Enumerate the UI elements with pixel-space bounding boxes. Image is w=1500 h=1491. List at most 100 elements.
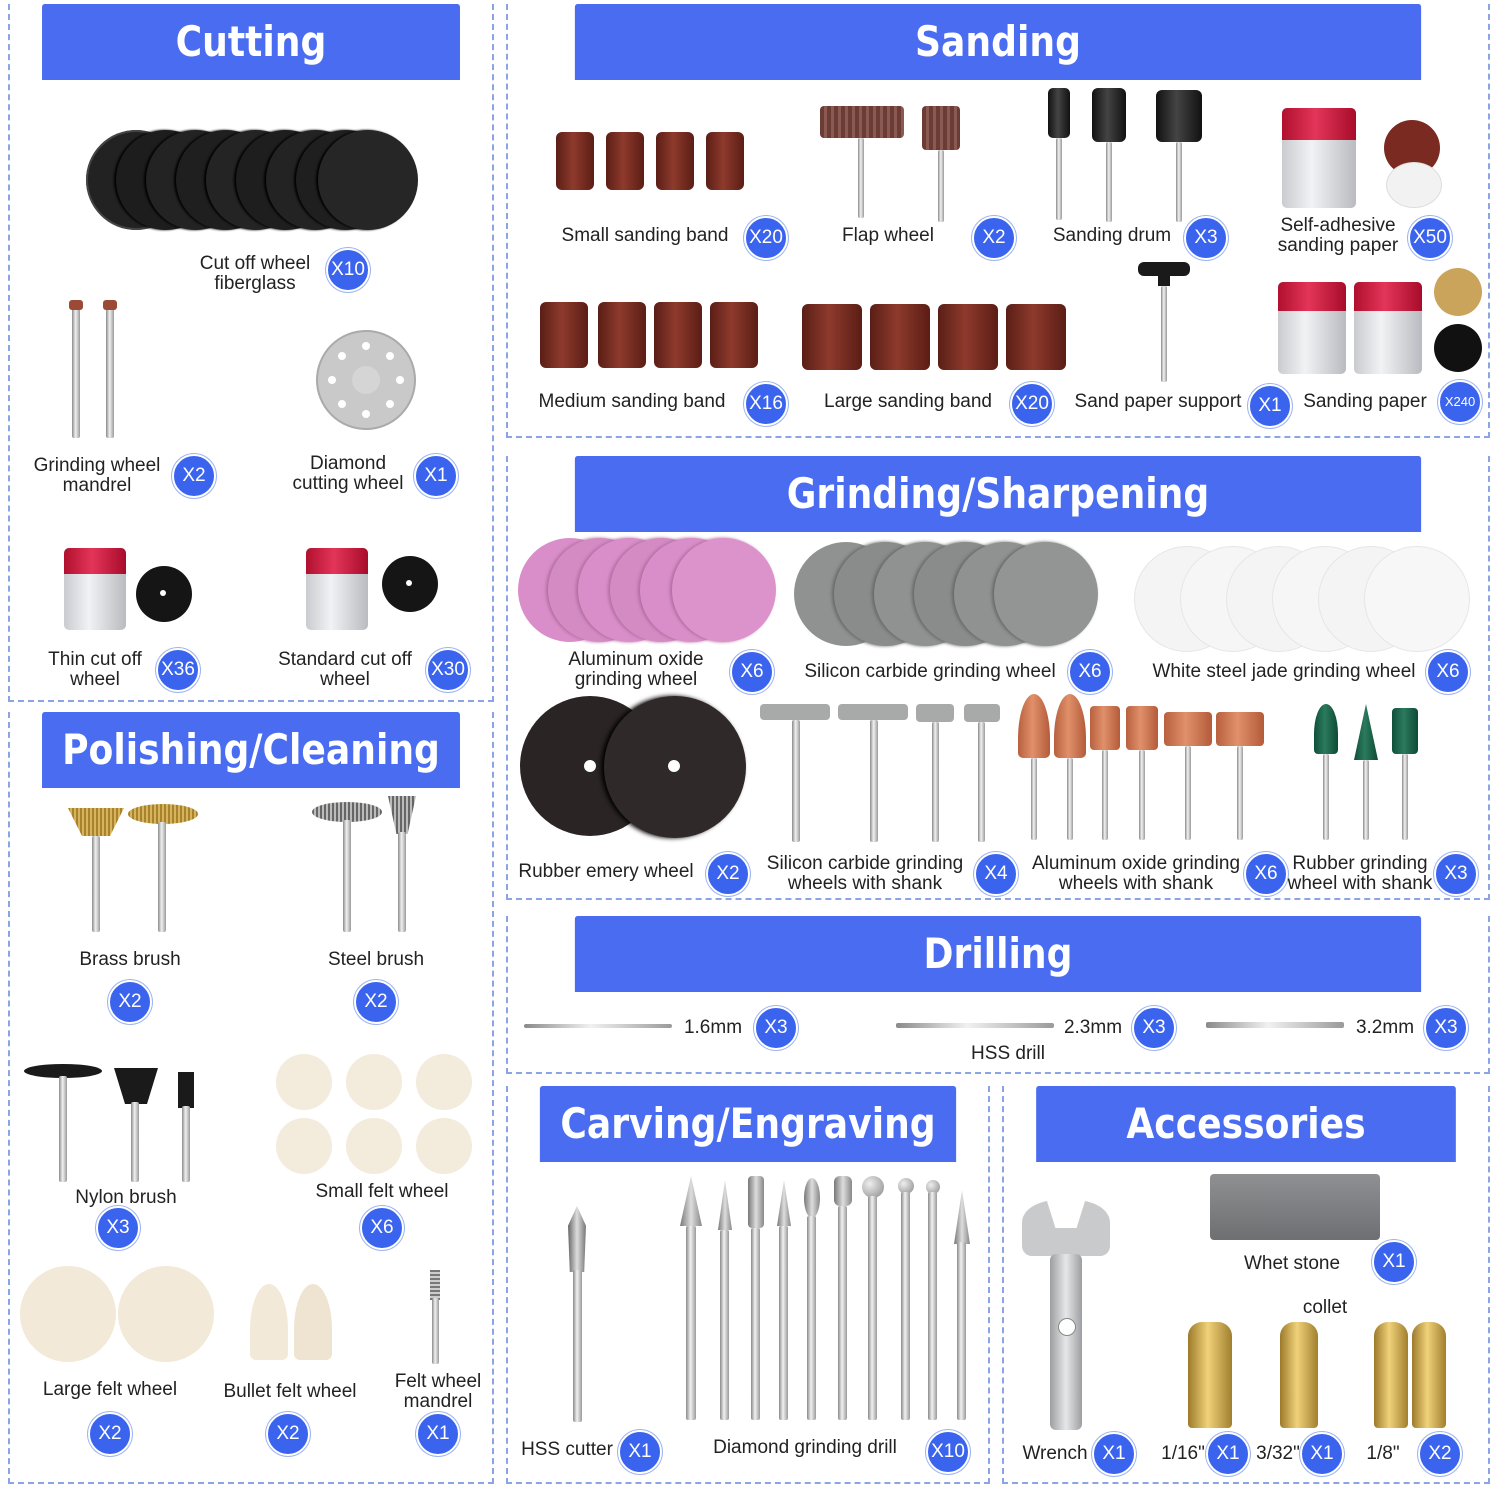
aluminum-oxide-shank-image	[1018, 694, 1268, 846]
thin-cut-off-jar-image	[64, 548, 126, 630]
rubber-emery-wheel-image	[604, 696, 746, 838]
brass-brush-image	[68, 804, 208, 934]
self-adhesive-jar-image	[1282, 108, 1356, 208]
self-adhesive-white-disc-image	[1386, 162, 1442, 208]
large-felt-wheel-qty: X2	[88, 1412, 132, 1456]
flap-wheel-label: Flap wheel	[842, 225, 934, 246]
diamond-grinding-drill-image	[676, 1176, 976, 1422]
hss-cutter-qty: X1	[618, 1430, 662, 1474]
accessories-title: Accessories	[1036, 1086, 1456, 1162]
steel-brush-qty: X2	[354, 980, 398, 1024]
silicon-carbide-shank-image	[756, 704, 1016, 844]
small-sanding-band-image	[606, 132, 644, 190]
drill-2-3mm-qty: X3	[1132, 1006, 1176, 1050]
collet-1-16-qty: X1	[1206, 1432, 1250, 1476]
small-felt-wheel-label: Small felt wheel	[315, 1181, 449, 1202]
sanding-title: Sanding	[574, 4, 1422, 80]
silicon-carbide-wheel-image	[794, 542, 1104, 646]
large-sanding-band-qty: X20	[1010, 382, 1054, 426]
thin-cut-off-disc-image	[136, 566, 192, 622]
hss-cutter-label: HSS cutter	[521, 1439, 613, 1460]
aluminum-oxide-wheel-qty: X6	[730, 650, 774, 694]
wrench-qty: X1	[1092, 1432, 1136, 1476]
cut-off-wheel-label: Cut off wheel fiberglass	[199, 253, 311, 294]
medium-sanding-band-image	[710, 302, 758, 368]
felt-wheel-mandrel-image	[428, 1270, 444, 1366]
small-sanding-band-image	[706, 132, 744, 190]
collet-caption: collet	[1302, 1297, 1348, 1318]
whet-stone-qty: X1	[1372, 1240, 1416, 1284]
diamond-grinding-drill-qty: X10	[926, 1430, 970, 1474]
polishing-panel: Polishing/Cleaning Brass brush X2 Steel …	[8, 712, 494, 1484]
whet-stone-label: Whet stone	[1243, 1253, 1341, 1274]
collet-1-8-image	[1374, 1322, 1408, 1428]
collet-1-8-image	[1412, 1322, 1446, 1428]
hss-cutter-image	[566, 1206, 590, 1424]
grinding-title: Grinding/Sharpening	[574, 456, 1422, 532]
whet-stone-image	[1210, 1174, 1380, 1240]
brass-brush-qty: X2	[108, 980, 152, 1024]
felt-wheel-mandrel-qty: X1	[416, 1412, 460, 1456]
small-sanding-band-image	[656, 132, 694, 190]
aluminum-oxide-shank-qty: X6	[1244, 852, 1288, 896]
hss-drill-caption: HSS drill	[971, 1043, 1045, 1064]
medium-sanding-band-image	[540, 302, 588, 368]
sand-paper-support-qty: X1	[1248, 384, 1292, 428]
large-sanding-band-image	[938, 304, 998, 370]
aluminum-oxide-shank-label: Aluminum oxide grinding wheels with shan…	[1031, 853, 1241, 894]
sanding-paper-jar-image	[1354, 282, 1422, 374]
sanding-panel: Sanding Small sanding band X20 Flap whee…	[506, 4, 1490, 438]
sand-paper-support-label: Sand paper support	[1074, 391, 1242, 412]
thin-cut-off-label: Thin cut off wheel	[48, 649, 142, 690]
diamond-grinding-drill-label: Diamond grinding drill	[713, 1437, 897, 1458]
small-sanding-band-label: Small sanding band	[561, 225, 729, 246]
sanding-drum-label: Sanding drum	[1052, 225, 1172, 246]
carving-title: Carving/Engraving	[539, 1086, 957, 1162]
collet-1-16-image	[1188, 1322, 1232, 1428]
wrench-image	[1022, 1200, 1112, 1432]
collet-1-8-qty: X2	[1418, 1432, 1462, 1476]
rubber-emery-wheel-qty: X2	[706, 852, 750, 896]
drilling-title: Drilling	[574, 916, 1422, 992]
cut-off-wheel-qty: X10	[326, 248, 370, 292]
large-sanding-band-image	[802, 304, 862, 370]
nylon-brush-label: Nylon brush	[75, 1187, 177, 1208]
grinding-panel: Grinding/Sharpening Aluminum oxide grind…	[506, 456, 1490, 900]
standard-cut-off-disc-image	[382, 556, 438, 612]
medium-sanding-band-image	[654, 302, 702, 368]
sanding-paper-jar-image	[1278, 282, 1346, 374]
grinding-mandrel-qty: X2	[172, 454, 216, 498]
wrench-label: Wrench	[1022, 1443, 1088, 1464]
steel-brush-image	[312, 796, 422, 934]
drill-3-2mm-qty: X3	[1424, 1006, 1468, 1050]
grinding-mandrel-image	[66, 300, 136, 440]
grinding-mandrel-label: Grinding wheel mandrel	[33, 455, 161, 496]
rubber-emery-wheel-label: Rubber emery wheel	[518, 861, 694, 882]
bullet-felt-wheel-image	[248, 1280, 338, 1364]
medium-sanding-band-qty: X16	[744, 382, 788, 426]
accessories-panel: Accessories Wrench X1 Whet stone X1 coll…	[1002, 1086, 1490, 1484]
sanding-drum-image	[1044, 84, 1214, 226]
aluminum-oxide-wheel-image	[518, 538, 778, 642]
bullet-felt-wheel-label: Bullet felt wheel	[223, 1381, 357, 1402]
rubber-grinding-shank-image	[1308, 704, 1438, 844]
sanding-paper-label: Sanding paper	[1303, 391, 1427, 412]
drilling-panel: Drilling 1.6mm X3 2.3mm X3 3.2mm X3 HSS …	[506, 916, 1490, 1074]
cutting-panel: Cutting Cut off wheel fiberglass X10 Gri…	[8, 4, 494, 702]
drill-2-3mm-label: 2.3mm	[1063, 1017, 1123, 1038]
sanding-paper-black-disc-image	[1434, 324, 1482, 372]
collet-3-32-qty: X1	[1300, 1432, 1344, 1476]
cut-off-wheel-image	[86, 130, 426, 230]
large-sanding-band-image	[1006, 304, 1066, 370]
flap-wheel-qty: X2	[972, 216, 1016, 260]
large-sanding-band-image	[870, 304, 930, 370]
collet-1-8-label: 1/8"	[1366, 1443, 1400, 1464]
silicon-carbide-shank-label: Silicon carbide grinding wheels with sha…	[766, 853, 964, 894]
large-felt-wheel-image	[118, 1266, 214, 1362]
cutting-title: Cutting	[42, 4, 460, 80]
diamond-cutting-wheel-qty: X1	[414, 454, 458, 498]
small-felt-wheel-qty: X6	[360, 1206, 404, 1250]
felt-wheel-mandrel-label: Felt wheel mandrel	[394, 1371, 482, 1412]
nylon-brush-image	[24, 1062, 204, 1184]
self-adhesive-qty: X50	[1408, 216, 1452, 260]
